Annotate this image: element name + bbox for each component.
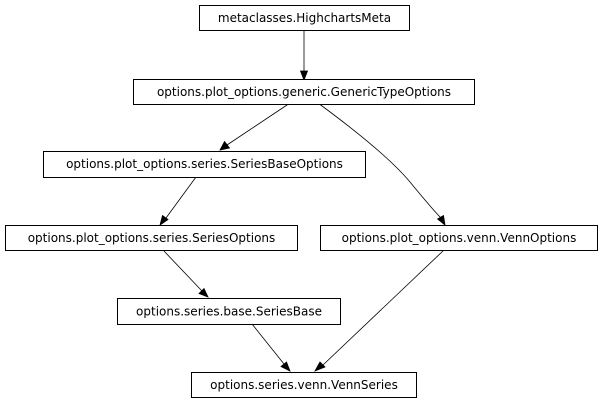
node-box	[191, 372, 417, 398]
node-series-options[interactable]: options.plot_options.series.SeriesOption…	[5, 225, 298, 251]
node-highcharts-meta[interactable]: metaclasses.HighchartsMeta	[199, 5, 410, 31]
edge-seriesoptions-to-seriesbase	[162, 249, 203, 292]
edge-generictypeoptions-to-seriesbaseoptions	[226, 102, 291, 146]
node-label: metaclasses.HighchartsMeta	[218, 11, 391, 25]
node-series-base-options[interactable]: options.plot_options.series.SeriesBaseOp…	[43, 151, 366, 178]
edge-seriesbase-to-vennseries	[251, 323, 285, 365]
arrowhead	[159, 214, 169, 226]
node-label: options.series.venn.VennSeries	[210, 378, 398, 392]
node-box	[133, 79, 475, 105]
edge-vennoptions-to-vennseries	[322, 249, 445, 366]
node-venn-series[interactable]: options.series.venn.VennSeries	[191, 372, 417, 398]
node-generic-type-options[interactable]: options.plot_options.generic.GenericType…	[133, 79, 475, 105]
arrowhead	[299, 70, 309, 82]
arrowhead	[436, 214, 446, 226]
node-box	[117, 298, 341, 325]
node-box	[320, 225, 598, 251]
arrowhead	[280, 361, 291, 372]
node-label: options.plot_options.venn.VennOptions	[342, 231, 577, 245]
node-box	[43, 151, 366, 178]
arrowhead	[314, 361, 326, 372]
node-box	[199, 5, 410, 31]
node-label: options.plot_options.series.SeriesBaseOp…	[66, 157, 343, 171]
node-venn-options[interactable]: options.plot_options.venn.VennOptions	[320, 225, 598, 251]
arrowhead	[198, 287, 209, 298]
node-label: options.series.base.SeriesBase	[136, 305, 322, 319]
edges	[159, 30, 446, 372]
node-label: options.plot_options.series.SeriesOption…	[28, 231, 276, 245]
edge-seriesbaseoptions-to-seriesoptions	[165, 176, 197, 219]
arrowhead	[219, 140, 231, 151]
node-box	[5, 225, 298, 251]
node-label: options.plot_options.generic.GenericType…	[157, 85, 451, 99]
edge-generictypeoptions-to-vennoptions	[317, 102, 442, 219]
node-series-base[interactable]: options.series.base.SeriesBase	[117, 298, 341, 325]
